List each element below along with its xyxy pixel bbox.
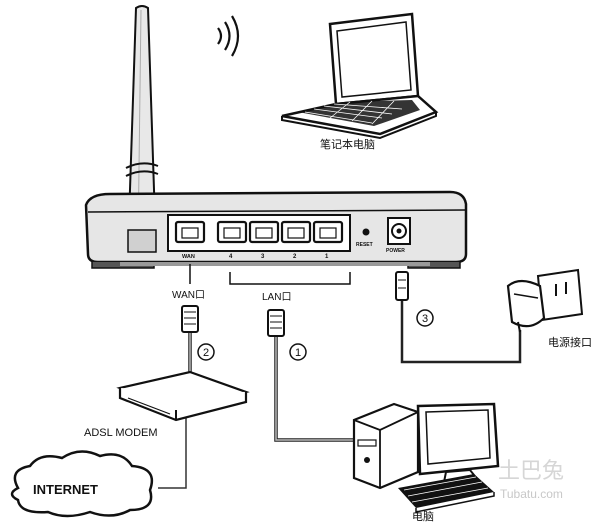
panel-power-label: POWER bbox=[386, 248, 405, 254]
rj45-plug-icon bbox=[181, 305, 199, 333]
modem-icon bbox=[116, 370, 250, 422]
lan-port-1 bbox=[312, 220, 344, 244]
panel-lan-1-label: 1 bbox=[325, 254, 329, 260]
svg-text:1: 1 bbox=[295, 347, 301, 359]
power-socket bbox=[387, 217, 411, 245]
desktop-label: 电脑 bbox=[412, 510, 434, 523]
cloud-icon bbox=[10, 450, 154, 518]
svg-text:3: 3 bbox=[422, 313, 428, 325]
dc-plug-icon bbox=[395, 271, 409, 301]
lan-port-label: LAN口 bbox=[262, 292, 291, 303]
wan-port bbox=[174, 220, 206, 244]
desktop-computer-icon bbox=[352, 402, 500, 513]
panel-lan-4-label: 4 bbox=[229, 254, 233, 260]
wifi-waves-icon bbox=[217, 15, 240, 57]
watermark-site: Tubatu.com bbox=[500, 487, 563, 501]
panel-reset-label: RESET bbox=[356, 242, 373, 248]
power-cable bbox=[400, 300, 522, 364]
wan-port-label: WAN口 bbox=[172, 290, 205, 301]
lan-port-2 bbox=[280, 220, 312, 244]
laptop-icon bbox=[281, 12, 439, 140]
reset-button-icon bbox=[362, 228, 370, 236]
rj45-plug-icon bbox=[267, 309, 285, 337]
watermark-brand: 土巴兔 bbox=[498, 459, 564, 484]
internet-label: INTERNET bbox=[33, 482, 98, 497]
lan-port-4 bbox=[216, 220, 248, 244]
panel-wan-label: WAN bbox=[182, 254, 195, 260]
modem-line bbox=[158, 410, 187, 489]
panel-lan-2-label: 2 bbox=[293, 254, 297, 260]
laptop-label: 笔记本电脑 bbox=[320, 137, 375, 151]
router-icon bbox=[84, 190, 468, 269]
step-2-badge: 2 bbox=[197, 343, 215, 361]
lan-port-3 bbox=[248, 220, 280, 244]
power-port-label: 电源接口 bbox=[548, 335, 592, 349]
panel-lan-3-label: 3 bbox=[261, 254, 265, 260]
power-adapter-icon bbox=[506, 268, 584, 333]
step-1-badge: 1 bbox=[289, 343, 307, 361]
modem-label: ADSL MODEM bbox=[84, 427, 158, 439]
svg-text:2: 2 bbox=[203, 347, 209, 359]
step-3-badge: 3 bbox=[416, 309, 434, 327]
